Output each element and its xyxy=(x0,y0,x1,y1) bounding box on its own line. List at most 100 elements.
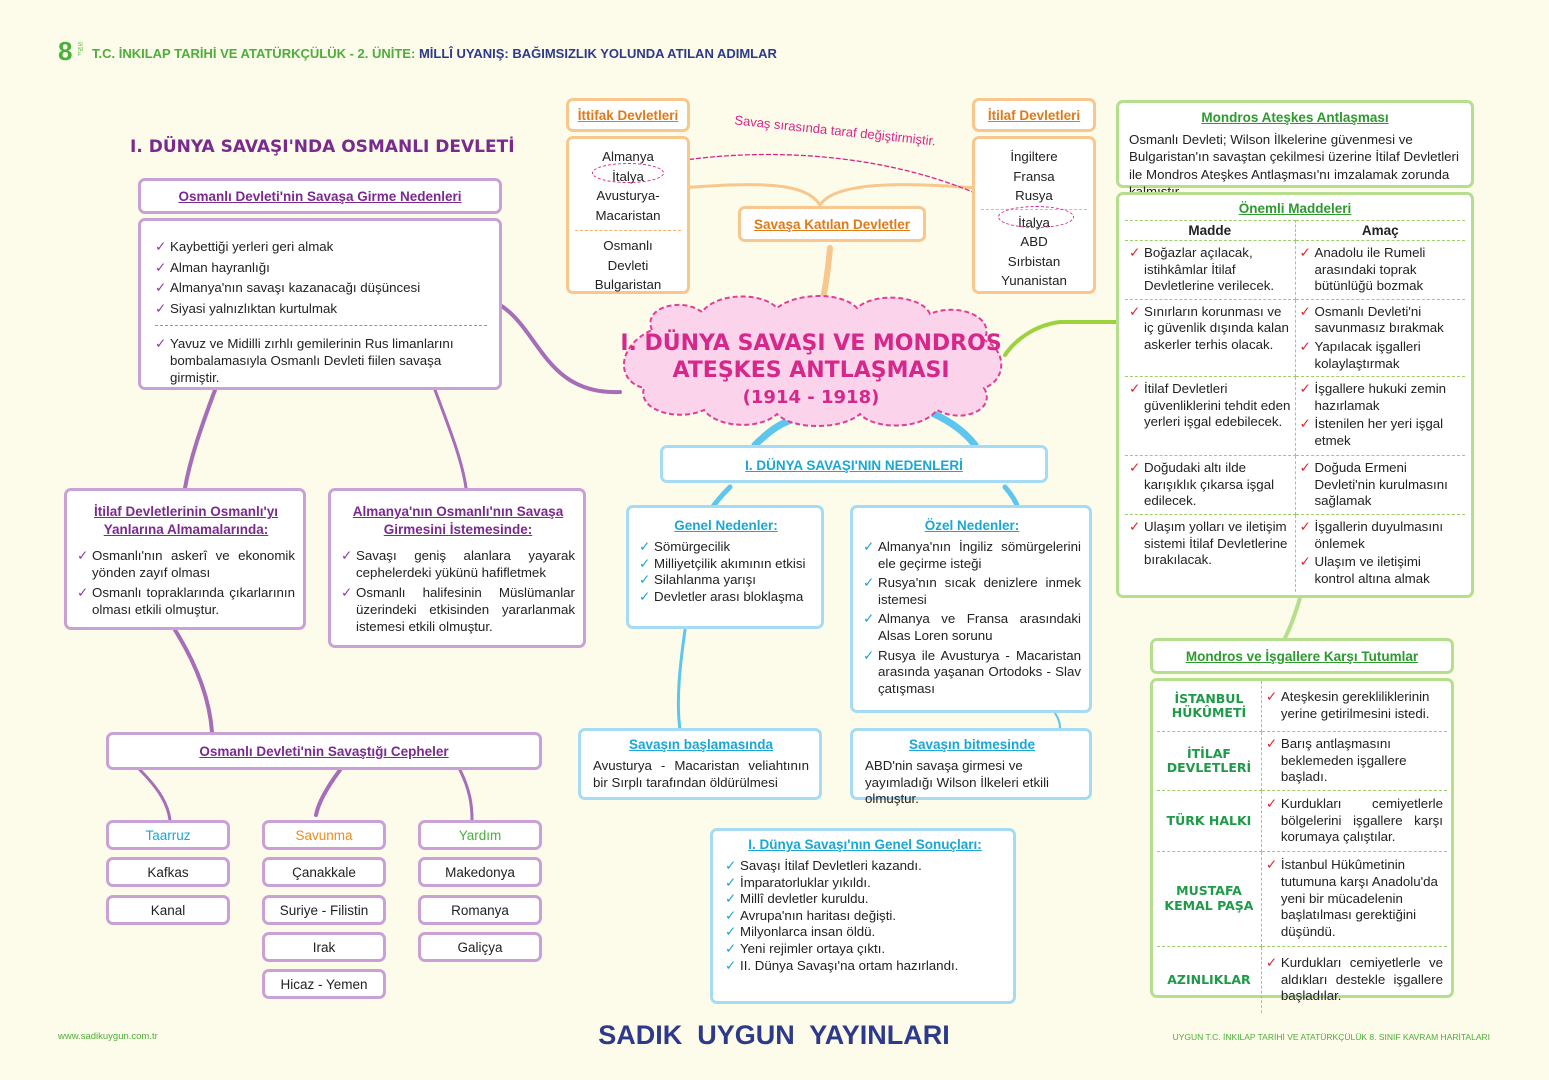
amac-cell: İşgallerin duyulmasını önlemek xyxy=(1300,519,1462,552)
war-end-text: ABD'nin savaşa girmesi ve yayımladığı Wi… xyxy=(865,758,1049,807)
list-item: Alman hayranlığı xyxy=(155,260,487,277)
mondros-title: Mondros Ateşkes Antlaşması xyxy=(1201,110,1389,125)
special-causes-title: Özel Nedenler: xyxy=(924,518,1020,533)
list-item: Almanya ve Fransa arasındaki Alsas Loren… xyxy=(863,611,1081,644)
page-header: T.C. İNKILAP TARİHİ VE ATATÜRKÇÜLÜK - 2.… xyxy=(92,46,777,61)
amac-cell: İşgallere hukuki zemin hazırlamak xyxy=(1300,381,1462,414)
front-romanya: Romanya xyxy=(418,895,542,925)
mondros-text: Osmanlı Devleti; Wilson İlkelerine güven… xyxy=(1129,132,1459,199)
group-turk-halki: TÜRK HALKI xyxy=(1157,790,1262,852)
divider xyxy=(155,325,487,327)
front-group-savunma: Savunma xyxy=(262,820,386,850)
table-row: İSTANBUL HÜKÛMETİ Ateşkesin gereklilikle… xyxy=(1157,681,1447,732)
front-group-taarruz: Taarruz xyxy=(106,820,230,850)
causes-title-box: I. DÜNYA SAVAŞI'NIN NEDENLERİ xyxy=(660,445,1048,483)
col-header-madde: Madde xyxy=(1125,220,1296,241)
list-item: Avrupa'nın haritası değişti. xyxy=(725,908,1005,925)
attitude-text: Barış antlaşmasını beklemeden işgallere … xyxy=(1266,736,1443,786)
list-item: Siyasi yalnızlıktan kurtulmak xyxy=(155,301,487,318)
divider xyxy=(575,230,681,231)
table-row: İtilaf Devletleri güvenliklerini tehdit … xyxy=(1125,376,1465,457)
list-item: Savaşı geniş alanlara yayarak cephelerde… xyxy=(341,548,575,581)
list-item: Yeni rejimler ortaya çıktı. xyxy=(725,941,1005,958)
center-title: I. DÜNYA SAVAŞI VE MONDROS ATEŞKES ANTLA… xyxy=(612,330,1010,411)
fronts-title: Osmanlı Devleti'nin Savaştığı Cepheler xyxy=(199,744,449,759)
entry-note: Yavuz ve Midilli zırhlı gemilerinin Rus … xyxy=(155,336,487,386)
center-years: (1914 - 1918) xyxy=(742,387,880,408)
list-item: II. Dünya Savaşı'na ortam hazırlandı. xyxy=(725,958,1005,975)
table-row: Doğudaki altı ilde karışıklık çıkarsa iş… xyxy=(1125,455,1465,516)
list-item: Millî devletler kuruldu. xyxy=(725,891,1005,908)
itilaf-rusya: Rusya xyxy=(1015,188,1053,203)
table-row: Ulaşım yolları ve iletişim sistemi İtila… xyxy=(1125,514,1465,592)
itilaf-abd: ABD xyxy=(1020,234,1048,249)
website-link[interactable]: www.sadikuygun.com.tr xyxy=(58,1031,158,1042)
ittifak-devleti: Devleti xyxy=(607,257,649,273)
war-start-box: Savaşın başlamasında Avusturya - Macaris… xyxy=(578,728,822,800)
participants-box: Savaşa Katılan Devletler xyxy=(738,206,926,242)
table-row: MUSTAFA KEMAL PAŞA İstanbul Hükûmetinin … xyxy=(1157,851,1447,947)
entry-title: Osmanlı Devleti'nin Savaşa Girme Nedenle… xyxy=(178,189,462,204)
results-title: I. Dünya Savaşı'nın Genel Sonuçları: xyxy=(748,837,982,852)
italya-itilaf-highlight xyxy=(998,206,1074,228)
itilaf-yunanistan: Yunanistan xyxy=(1001,273,1067,288)
causes-title: I. DÜNYA SAVAŞI'NIN NEDENLERİ xyxy=(745,458,963,473)
madde-cell: İtilaf Devletleri güvenliklerini tehdit … xyxy=(1129,381,1291,431)
list-item: Almanya'nın İngiliz sömürgelerini ele ge… xyxy=(863,539,1081,572)
list-item: Osmanlı'nın askerî ve ekonomik yönden za… xyxy=(77,548,295,581)
list-item: Milliyetçilik akımının etkisi xyxy=(639,556,813,573)
list-item: Silahlanma yarışı xyxy=(639,572,813,589)
list-item: Milyonlarca insan öldü. xyxy=(725,924,1005,941)
participants-label: Savaşa Katılan Devletler xyxy=(753,217,911,232)
ittifak-almanya: Almanya xyxy=(602,149,654,164)
table-row: Boğazlar açılacak, istihkâmlar İtilaf De… xyxy=(1125,240,1465,300)
front-canakkale: Çanakkale xyxy=(262,857,386,887)
war-end-title: Savaşın bitmesinde xyxy=(908,737,1036,752)
attitude-text: Kurdukları cemiyetlerle ve aldıkları des… xyxy=(1266,955,1443,1005)
itilaf-fransa: Fransa xyxy=(1013,168,1055,184)
list-item: Sömürgecilik xyxy=(639,539,813,556)
entry-reasons-list: Kaybettiği yerleri geri almak Alman hayr… xyxy=(155,239,487,317)
unit-title: MİLLÎ UYANIŞ: BAĞIMSIZLIK YOLUNDA ATILAN… xyxy=(418,46,777,61)
group-istanbul: İSTANBUL HÜKÛMETİ xyxy=(1157,681,1262,732)
list-item: Rusya ile Avusturya - Macaristan arasınd… xyxy=(863,648,1081,698)
entry-title-box: Osmanlı Devleti'nin Savaşa Girme Nedenle… xyxy=(138,178,502,214)
center-title-line1: I. DÜNYA SAVAŞI VE MONDROS xyxy=(620,331,1002,356)
front-kafkas: Kafkas xyxy=(106,857,230,887)
front-irak: Irak xyxy=(262,932,386,962)
war-start-text: Avusturya - Macaristan veliahtının bir S… xyxy=(593,758,809,790)
itilaf-refuse-box: İtilaf Devletlerinin Osmanlı'yı Yanların… xyxy=(64,488,306,630)
list-item: Devletler arası bloklaşma xyxy=(639,589,813,606)
col-header-amac: Amaç xyxy=(1295,220,1465,241)
group-mustafa-kemal: MUSTAFA KEMAL PAŞA xyxy=(1157,851,1262,947)
madde-cell: Doğudaki altı ilde karışıklık çıkarsa iş… xyxy=(1129,460,1291,510)
ittifak-bulgaristan: Bulgaristan xyxy=(594,277,662,292)
table-row: TÜRK HALKI Kurdukları cemiyetlerle bölge… xyxy=(1157,790,1447,852)
front-group-yardim: Yardım xyxy=(418,820,542,850)
itilaf-refuse-title: İtilaf Devletlerinin Osmanlı'yı Yanların… xyxy=(93,504,279,537)
amac-cell: Yapılacak işgalleri kolaylaştırmak xyxy=(1300,339,1462,372)
left-section-title: I. DÜNYA SAVAŞI'NDA OSMANLI DEVLETİ xyxy=(130,137,515,157)
list-item: Kaybettiği yerleri geri almak xyxy=(155,239,487,256)
madde-cell: Boğazlar açılacak, istihkâmlar İtilaf De… xyxy=(1129,245,1291,295)
war-end-box: Savaşın bitmesinde ABD'nin savaşa girmes… xyxy=(850,728,1092,806)
fronts-title-box: Osmanlı Devleti'nin Savaştığı Cepheler xyxy=(106,732,542,770)
madde-cell: Sınırların korunması ve iç güvenlik dışı… xyxy=(1129,304,1291,354)
table-row: İTİLAF DEVLETLERİ Barış antlaşmasını bek… xyxy=(1157,731,1447,791)
mondros-articles-box: Önemli Maddeleri Madde Amaç Boğazlar açı… xyxy=(1116,192,1474,598)
special-causes-box: Özel Nedenler: Almanya'nın İngiliz sömür… xyxy=(850,505,1092,713)
ittifak-title: İttifak Devletleri xyxy=(577,108,679,123)
course-title: T.C. İNKILAP TARİHİ VE ATATÜRKÇÜLÜK - 2.… xyxy=(92,46,416,61)
list-item: İmparatorluklar yıkıldı. xyxy=(725,875,1005,892)
itilaf-title: İtilaf Devletleri xyxy=(987,108,1081,123)
list-item: Osmanlı halifesinin Müslümanlar üzerinde… xyxy=(341,585,575,635)
germany-want-box: Almanya'nın Osmanlı'nın Savaşa Girmesini… xyxy=(328,488,586,648)
ittifak-title-box: İttifak Devletleri xyxy=(566,98,690,132)
articles-title: Önemli Maddeleri xyxy=(1238,201,1352,216)
attitude-text: Kurdukları cemiyetlerle bölgelerini işga… xyxy=(1266,796,1443,846)
publisher-name: SADIK UYGUN YAYINLARI xyxy=(598,1020,950,1050)
list-item: Savaşı İtilaf Devletleri kazandı. xyxy=(725,858,1005,875)
amac-cell: İstenilen her yeri işgal etmek xyxy=(1300,416,1462,449)
front-galicya: Galiçya xyxy=(418,932,542,962)
itilaf-box: İngiltere Fransa Rusya İtalya ABD Sırbis… xyxy=(972,136,1096,294)
